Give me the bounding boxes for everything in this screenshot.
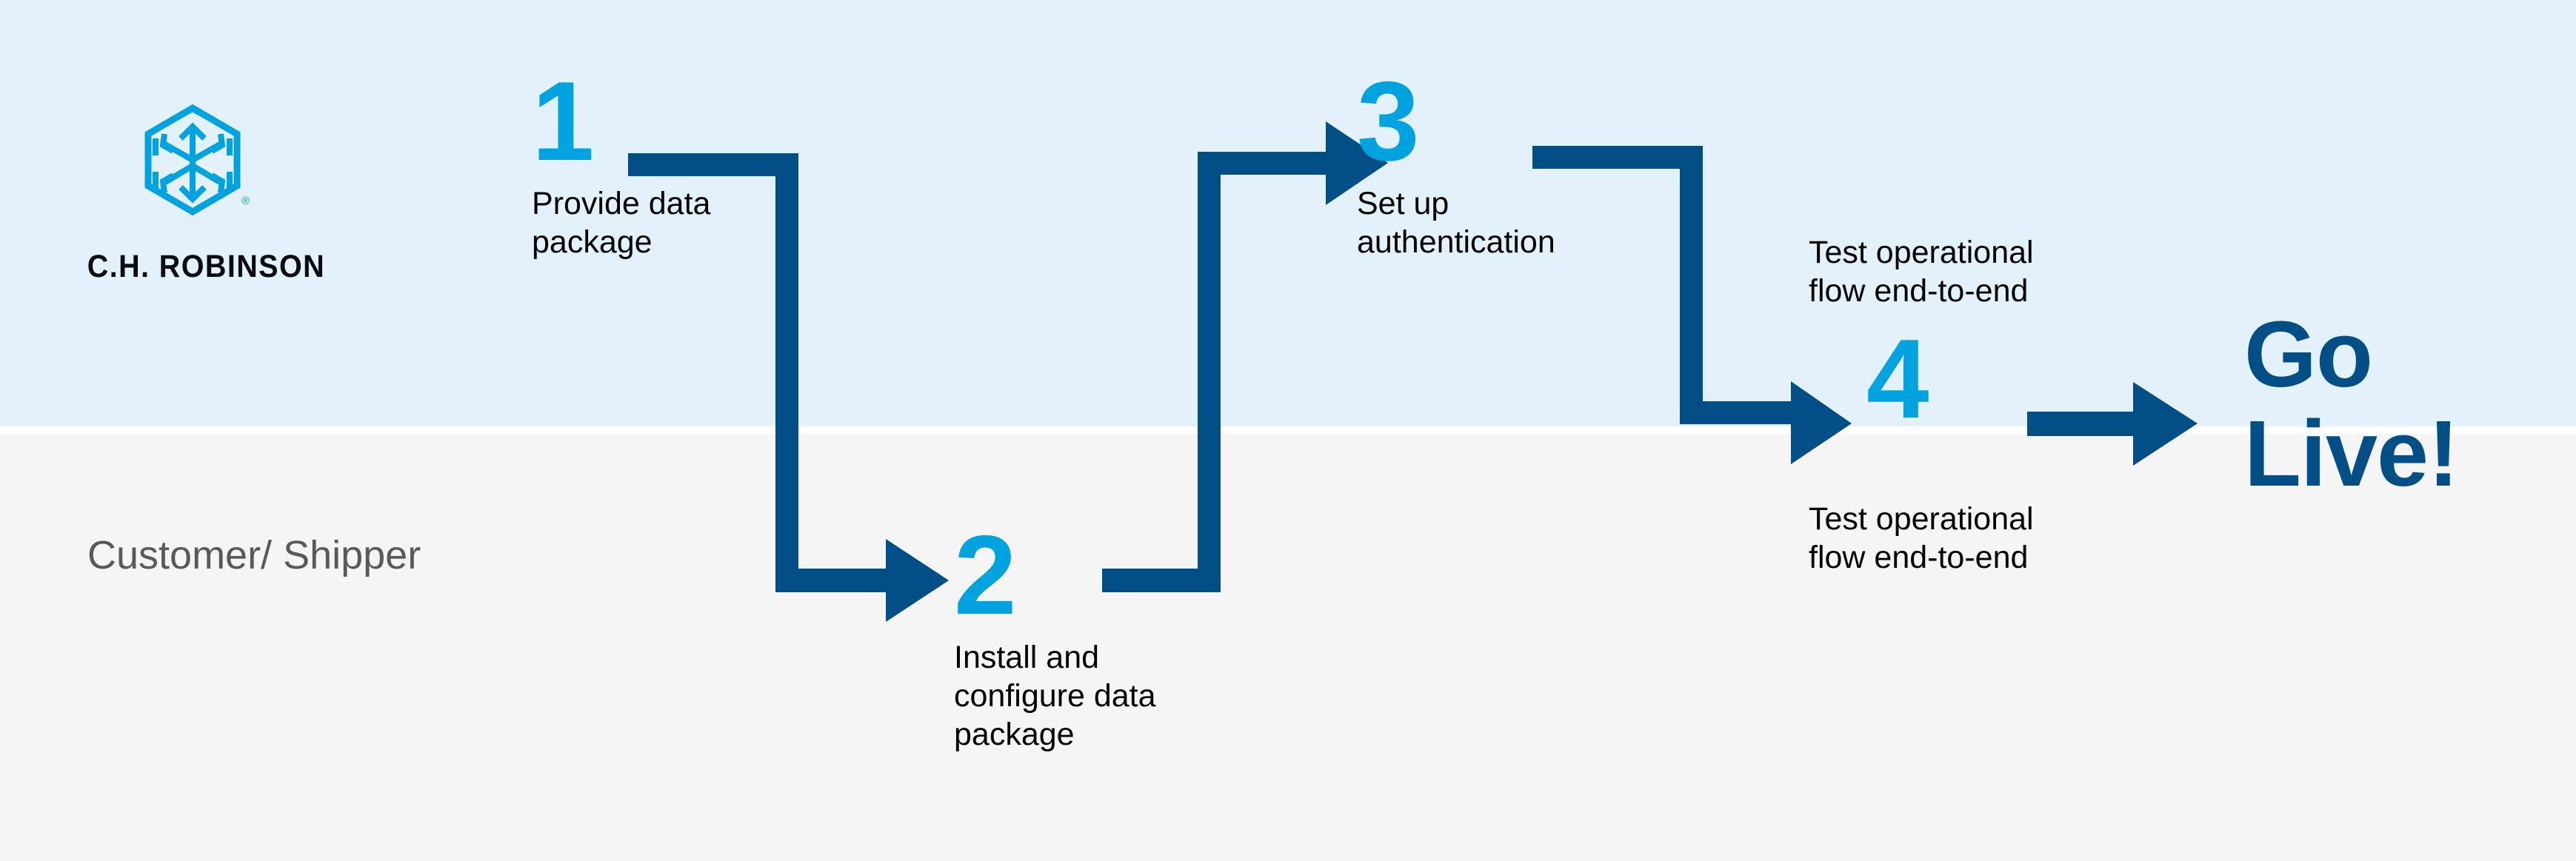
- go-live-line-1: Go: [2244, 302, 2373, 406]
- go-live-line-2: Live!: [2244, 401, 2459, 506]
- swimlane-label-customer-shipper: Customer/ Shipper: [87, 533, 421, 577]
- step-4-label: Test operational flow end-to-end: [1809, 501, 2034, 575]
- brand-block: ® C.H. ROBINSON: [78, 104, 326, 285]
- swimlane-band-upper: [0, 0, 2576, 426]
- step-1: 1 Provide data package: [532, 58, 711, 262]
- step-4-upper-label: Test operational flow end-to-end: [1809, 235, 2034, 309]
- step-2: 2 Install and configure data package: [954, 512, 1156, 754]
- swimlane-band-lower: [0, 434, 2576, 861]
- step-3-number: 3: [1357, 58, 1420, 184]
- step-1-label: Provide data package: [532, 186, 711, 260]
- swimlane-divider: [0, 426, 2576, 434]
- step-4-number: 4: [1866, 316, 1929, 442]
- step-3: 3 Set up authentication: [1357, 58, 1555, 262]
- ch-robinson-hexagon-cube-logo-icon: ®: [144, 104, 250, 216]
- brand-wordmark: C.H. ROBINSON: [87, 249, 326, 284]
- step-4: 4 Test operational flow end-to-end: [1809, 316, 2034, 577]
- step-1-number: 1: [532, 58, 595, 184]
- registered-mark-icon: ®: [241, 195, 250, 207]
- go-live-callout: Go Live!: [2244, 302, 2459, 506]
- step-3-label: Set up authentication: [1357, 186, 1555, 260]
- step-2-label: Install and configure data package: [954, 640, 1156, 752]
- step-2-number: 2: [954, 512, 1017, 638]
